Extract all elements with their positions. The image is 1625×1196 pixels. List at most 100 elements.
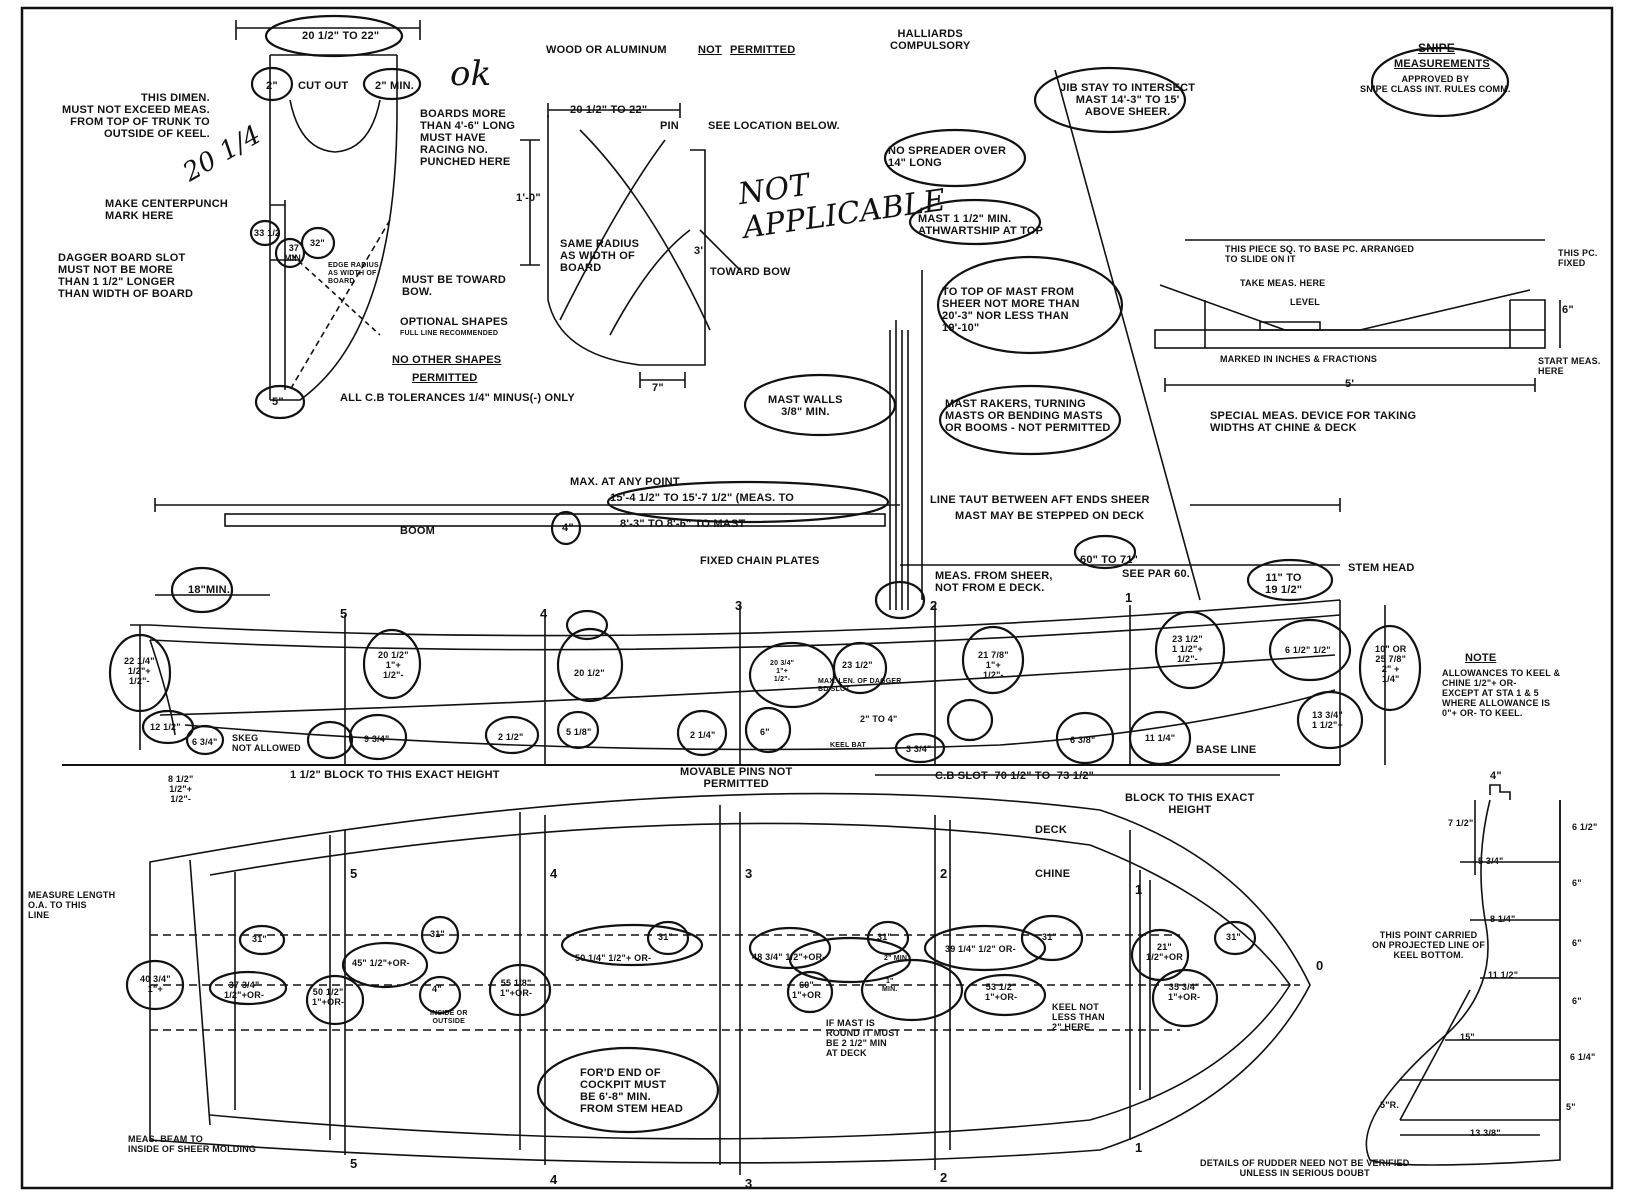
approved-by: APPROVED BY SNIPE CLASS INT. RULES COMM. bbox=[1360, 74, 1511, 94]
dim-6d: 6 3/8" bbox=[1070, 735, 1096, 745]
width-39: 39 1/4" 1/2" OR- bbox=[945, 944, 1016, 954]
plan-station-5: 5 bbox=[350, 866, 358, 881]
deck-label: DECK bbox=[1035, 824, 1067, 836]
dim-5: 5 1/8" bbox=[566, 727, 592, 737]
rudder-top-width: 20 1/2" TO 22" bbox=[570, 104, 648, 116]
dim-22: 22 1/4" 1/2"+ 1/2"- bbox=[124, 656, 155, 686]
rudder-5: 5 3/4" bbox=[1478, 856, 1504, 866]
permitted-label: PERMITTED bbox=[412, 372, 478, 384]
plan-ellipses bbox=[125, 914, 1257, 1134]
details-rudder-note: DETAILS OF RUDDER NEED NOT BE VERIFIED U… bbox=[1200, 1158, 1410, 1178]
plan-station-0: 0 bbox=[1316, 958, 1324, 973]
width-50b: 50 1/2" 1"+OR- bbox=[312, 987, 345, 1007]
dim-60-71: 60" TO 71" bbox=[1080, 554, 1139, 566]
marked-inches: MARKED IN INCHES & FRACTIONS bbox=[1220, 354, 1378, 364]
level-label: LEVEL bbox=[1290, 297, 1321, 307]
halliards-compulsory: HALLIARDS COMPULSORY bbox=[890, 28, 971, 52]
width-50a: 50 1/4" 1/2"+ OR- bbox=[575, 953, 652, 963]
measurement-device bbox=[1154, 46, 1561, 392]
rudder-6b: 6" bbox=[1572, 878, 1582, 888]
optional-shapes: OPTIONAL SHAPES bbox=[400, 316, 508, 328]
mast-rigging bbox=[743, 66, 1531, 610]
bottom-station-3: 3 bbox=[745, 1176, 753, 1191]
dim-6c: 6" bbox=[760, 727, 770, 737]
width-1-min: 1" MIN. bbox=[882, 978, 898, 993]
fixed-piece-note: THIS PC. FIXED bbox=[1558, 248, 1598, 268]
cb-tolerances: ALL C.B TOLERANCES 1/4" MINUS(-) ONLY bbox=[340, 392, 575, 404]
if-mast-round: IF MAST IS ROUND IT MUST BE 2 1/2" MIN A… bbox=[826, 1018, 901, 1058]
keel-not-less: KEEL NOT LESS THAN 2" HERE bbox=[1052, 1002, 1105, 1032]
special-device-note: SPECIAL MEAS. DEVICE FOR TAKING WIDTHS A… bbox=[1210, 410, 1417, 434]
make-centerpunch-note: MAKE CENTERPUNCH MARK HERE bbox=[105, 198, 228, 222]
point-carried-note: THIS POINT CARRIED ON PROJECTED LINE OF … bbox=[1372, 930, 1486, 960]
note-text: ALLOWANCES TO KEEL & CHINE 1/2"+ OR- EXC… bbox=[1442, 668, 1561, 718]
hull-profile bbox=[62, 564, 1386, 776]
rudder-11: 11 1/2" bbox=[1488, 970, 1519, 980]
dim-11: 11 1/4" bbox=[1145, 733, 1176, 743]
fixed-chain-plates: FIXED CHAIN PLATES bbox=[700, 555, 820, 567]
rudder-13: 13 3/8" bbox=[1470, 1128, 1501, 1138]
dim-37: 37 MIN. bbox=[284, 243, 304, 263]
rudder-5b: 5" bbox=[1566, 1102, 1576, 1112]
block-right-note: BLOCK TO THIS EXACT HEIGHT bbox=[1125, 792, 1255, 816]
rudder-7: 7 1/2" bbox=[1448, 818, 1474, 828]
full-line-recommended: FULL LINE RECOMMENDED bbox=[400, 330, 499, 337]
station-1: 1 bbox=[1125, 590, 1133, 605]
pin-label: PIN bbox=[660, 120, 679, 132]
permitted-label-2: PERMITTED bbox=[730, 44, 796, 56]
mast-athwartship: MAST 1 1/2" MIN. ATHWARTSHIP AT TOP bbox=[918, 213, 1044, 237]
rudder-6d: 6" bbox=[1572, 996, 1582, 1006]
edge-radius-note: EDGE RADIUS AS WIDTH OF BOARD bbox=[328, 262, 379, 285]
this-dimen-note: THIS DIMEN. MUST NOT EXCEED MEAS. FROM T… bbox=[62, 92, 210, 140]
must-be-toward-bow: MUST BE TOWARD BOW. bbox=[402, 274, 507, 298]
dim-8: 8 1/2" 1/2"+ 1/2"- bbox=[168, 774, 194, 804]
bottom-station-5: 5 bbox=[350, 1156, 358, 1171]
max-at-any-point: MAX. AT ANY POINT bbox=[570, 476, 680, 488]
measurements-title: MEASUREMENTS bbox=[1394, 58, 1490, 70]
rudder-blade-outline bbox=[520, 103, 741, 388]
width-35: 35 3/4" 1"+OR- bbox=[1168, 982, 1201, 1002]
dim-2c: 2" TO 4" bbox=[860, 714, 898, 724]
boom-length: 15'-4 1/2" TO 15'-7 1/2" (MEAS. TO bbox=[610, 492, 795, 504]
dim-32: 32" bbox=[310, 238, 325, 248]
cutout-label: CUT OUT bbox=[298, 80, 349, 92]
top-of-mast-note: TO TOP OF MAST FROM SHEER NOT MORE THAN … bbox=[942, 286, 1080, 334]
dim-33: 33 1/2 bbox=[254, 228, 281, 238]
width-48: 48 3/4" 1/2"+OR- bbox=[752, 952, 826, 962]
width-40: 40 3/4" 1"+ bbox=[140, 974, 171, 994]
not-label: NOT bbox=[698, 44, 722, 56]
boom-label: BOOM bbox=[400, 525, 436, 537]
keel-bat: KEEL BAT bbox=[830, 742, 866, 749]
dim-3: 3 3/4" bbox=[906, 744, 932, 754]
mast-stepped-note: MAST MAY BE STEPPED ON DECK bbox=[955, 510, 1145, 522]
width-4: 4" bbox=[432, 984, 442, 994]
centerboard-top-width: 20 1/2" TO 22" bbox=[302, 30, 380, 42]
boom-to-mast: 8'-3" TO 8'-6" TO MAST bbox=[620, 518, 746, 530]
width-31-f: 31" bbox=[1226, 932, 1241, 942]
dim-20c: 20 3/4" 1"+ 1/2"- bbox=[770, 660, 795, 683]
width-37: 37 3/4" 1/2"+OR- bbox=[224, 980, 265, 1000]
plan-station-1: 1 bbox=[1135, 882, 1143, 897]
bottom-station-1: 1 bbox=[1135, 1140, 1143, 1155]
width-31-d: 31" bbox=[877, 932, 892, 942]
centerboard-ellipses bbox=[249, 14, 422, 420]
take-meas-here: TAKE MEAS. HERE bbox=[1240, 278, 1326, 288]
bottom-5in: 5" bbox=[272, 396, 284, 408]
boom-4in: 4" bbox=[562, 522, 574, 534]
device-height-6: 6" bbox=[1562, 304, 1574, 316]
dim-12: 12 1/2" bbox=[150, 722, 181, 732]
dim-1-0: 1'-0" bbox=[516, 192, 541, 204]
rudder-top-4: 4" bbox=[1490, 770, 1502, 782]
dim-9: 9 3/4" bbox=[364, 734, 390, 744]
dim-6b: 6 3/4" bbox=[192, 737, 218, 747]
plan-station-4: 4 bbox=[550, 866, 558, 881]
same-radius-note: SAME RADIUS AS WIDTH OF BOARD bbox=[560, 238, 640, 274]
dim-3ft: 3' bbox=[694, 245, 704, 257]
note-title: NOTE bbox=[1465, 652, 1497, 664]
station-4: 4 bbox=[540, 606, 548, 621]
dim-20a: 20 1/2" 1"+ 1/2"- bbox=[378, 650, 409, 680]
line-taut-note: LINE TAUT BETWEEN AFT ENDS SHEER bbox=[930, 494, 1150, 506]
width-2-min: 2" MIN. bbox=[884, 955, 910, 962]
